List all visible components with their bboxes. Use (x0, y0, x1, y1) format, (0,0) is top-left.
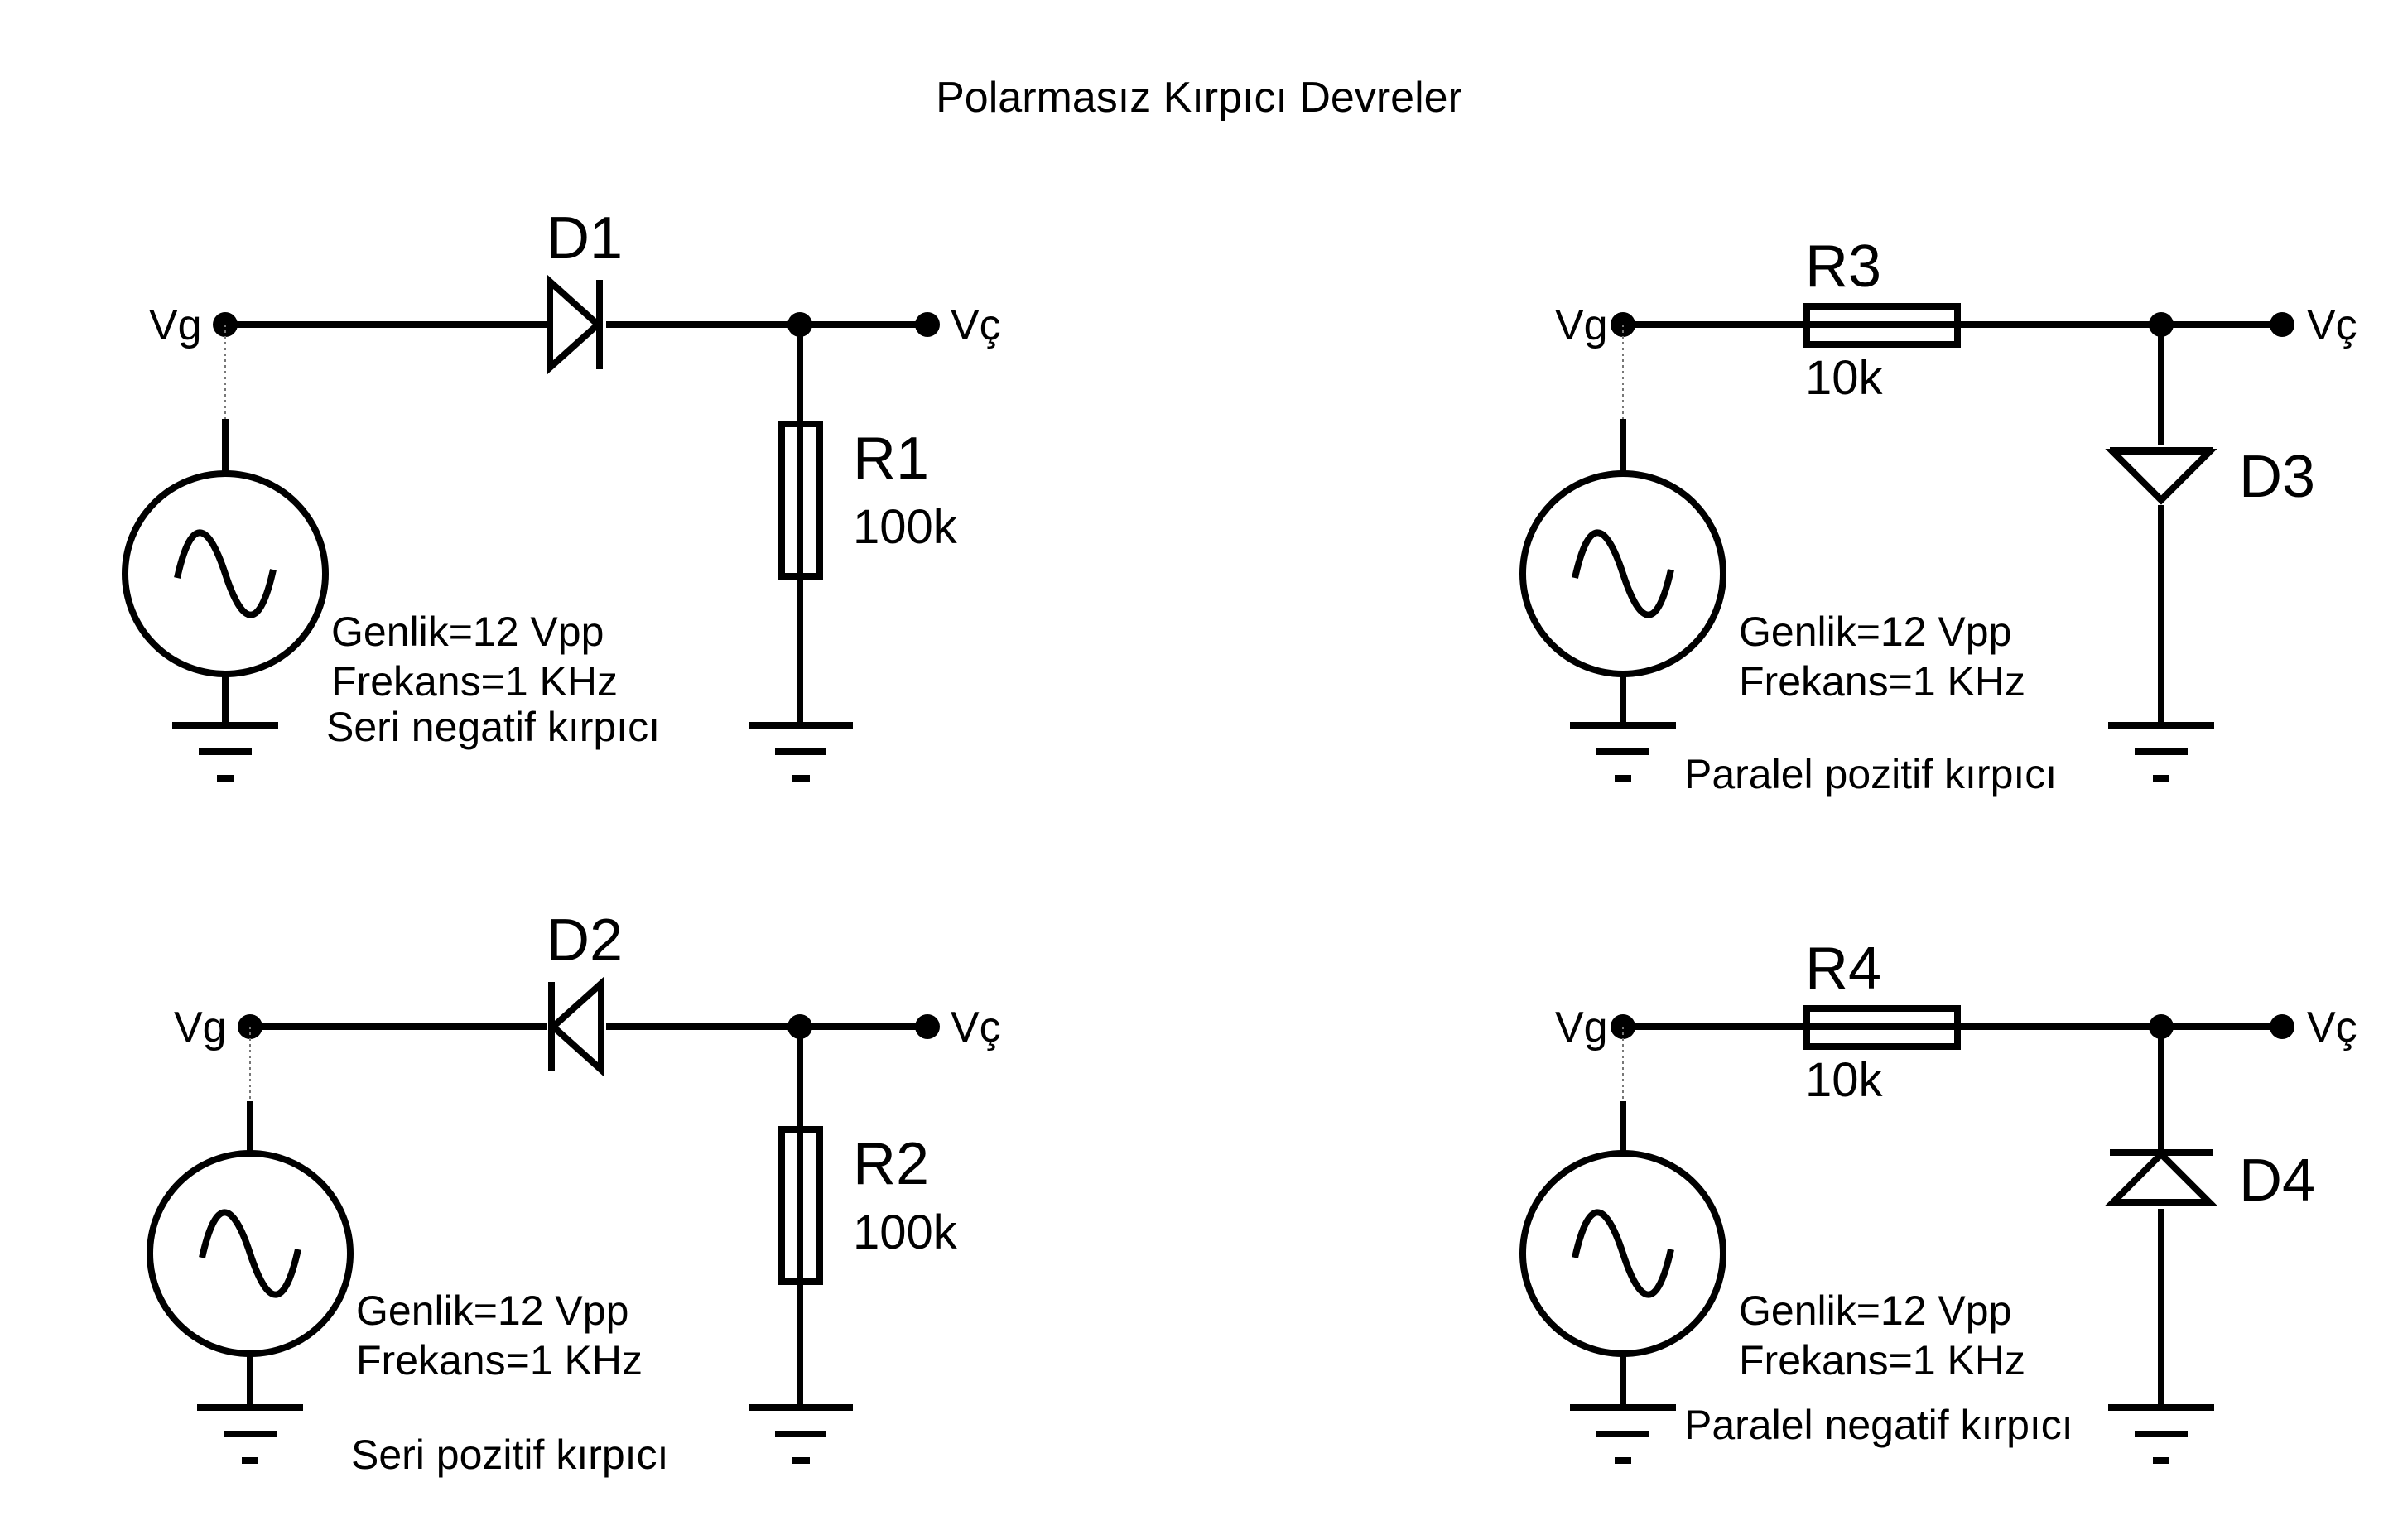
sine-wave-icon (199, 1209, 301, 1298)
diode-d3 (2105, 445, 2217, 505)
ground-icon (1570, 722, 1676, 782)
caption-4: Paralel negatif kırpıcı (1684, 1402, 2073, 1448)
resistor-r4 (1803, 1005, 1961, 1050)
diagram-title: Polarmasız Kırpıcı Devreler (936, 74, 1462, 122)
value-r3: 10k (1805, 351, 1884, 405)
label-vc-1: Vç (951, 301, 1001, 349)
node-vc-2 (2270, 312, 2294, 337)
label-vg-1: Vg (149, 301, 202, 349)
value-r2: 100k (853, 1206, 958, 1259)
amplitude-1: Genlik=12 Vpp (331, 609, 604, 655)
label-r4: R4 (1805, 936, 1881, 1002)
label-r1: R1 (853, 426, 929, 492)
circuit-parallel-negative: Vg Vç R4 10k D4 Genlik=12 Vpp Frekans= (1519, 936, 2357, 1464)
node-vc-4 (2270, 1014, 2294, 1039)
circuit-series-negative: Vg Vç D1 R1 100k Genlik=12 Vpp (122, 205, 1001, 782)
circuit-series-positive: Vg Vç D2 R2 100k Genlik=12 Vpp Frekans (147, 907, 1001, 1478)
label-vg-2: Vg (1555, 301, 1608, 349)
sine-wave-icon (1572, 1209, 1674, 1298)
ground-icon (1570, 1404, 1676, 1464)
frequency-3: Frekans=1 KHz (356, 1337, 643, 1384)
resistor-r3 (1803, 303, 1961, 348)
label-vc-3: Vç (951, 1003, 1001, 1052)
label-vg-4: Vg (1555, 1003, 1608, 1052)
resistor-r2 (778, 1126, 823, 1285)
ground-icon (2108, 722, 2214, 782)
circuit-parallel-positive: Vg Vç R3 10k D3 Genlik=12 Vpp Fre (1519, 233, 2357, 797)
label-r3: R3 (1805, 233, 1881, 300)
amplitude-4: Genlik=12 Vpp (1739, 1287, 2011, 1334)
ground-icon (749, 722, 853, 782)
label-r2: R2 (853, 1131, 929, 1197)
diode-d1 (547, 274, 606, 375)
value-r1: 100k (853, 500, 958, 554)
ground-icon (2108, 1404, 2214, 1464)
value-r4: 10k (1805, 1053, 1884, 1107)
diode-d2 (547, 976, 606, 1077)
frequency-2: Frekans=1 KHz (1739, 658, 2025, 705)
ground-icon (749, 1404, 853, 1464)
sine-wave-icon (1572, 529, 1674, 618)
caption-3: Seri pozitif kırpıcı (351, 1432, 668, 1478)
label-d4: D4 (2239, 1148, 2315, 1214)
resistor-r1 (778, 421, 823, 580)
label-vc-2: Vç (2307, 301, 2357, 349)
caption-1: Seri negatif kırpıcı (326, 704, 660, 750)
node-vc-3 (915, 1014, 940, 1039)
label-d2: D2 (547, 907, 623, 974)
node-vc-1 (915, 312, 940, 337)
sine-wave-icon (174, 529, 277, 618)
frequency-4: Frekans=1 KHz (1739, 1337, 2025, 1384)
frequency-1: Frekans=1 KHz (331, 658, 618, 705)
amplitude-3: Genlik=12 Vpp (356, 1287, 628, 1334)
amplitude-2: Genlik=12 Vpp (1739, 609, 2011, 655)
label-d3: D3 (2239, 444, 2315, 510)
ground-icon (172, 722, 278, 782)
label-vc-4: Vç (2307, 1003, 2357, 1052)
diode-d4 (2105, 1149, 2217, 1209)
caption-2: Paralel pozitif kırpıcı (1684, 751, 2057, 797)
ground-icon (197, 1404, 303, 1464)
label-d1: D1 (547, 205, 623, 272)
label-vg-3: Vg (174, 1003, 227, 1052)
